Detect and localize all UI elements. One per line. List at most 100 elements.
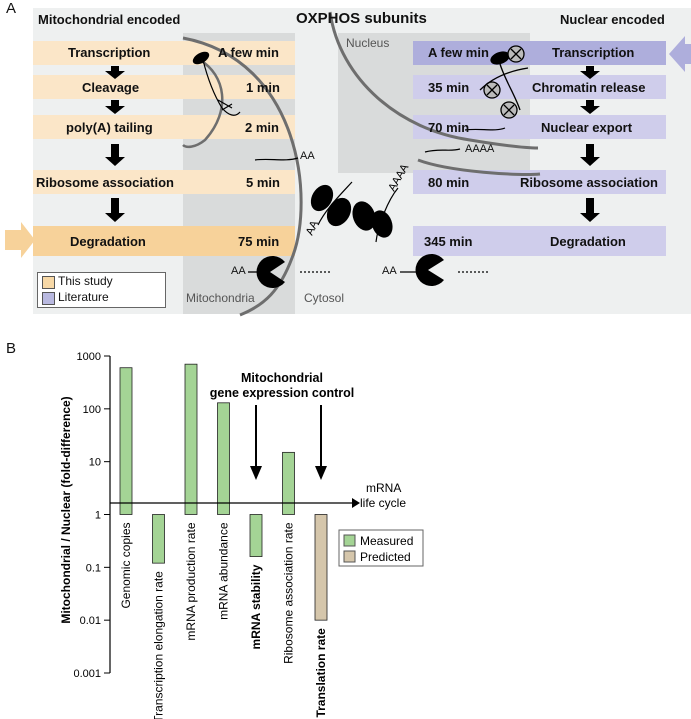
mito-nuclear-bar-chart: 0.001 0.01 0.1 1 10 100 1000 Genomic copiesTra… (59, 351, 424, 719)
mito-exonuclease-icon (256, 256, 285, 288)
y-tick-label: 0.001 (73, 668, 101, 680)
bar (282, 451, 295, 515)
x-tick-label: mRNA stability (249, 564, 263, 649)
y-tick-label: 10 (89, 457, 101, 469)
nuc-step-name: Ribosome association (520, 175, 658, 190)
mito-step-transcription-box (33, 41, 295, 65)
nuc-step-time: 35 min (428, 80, 470, 95)
x-tick-label: mRNA production rate (184, 522, 198, 640)
mito-step-cleavage-box (33, 75, 295, 99)
bar (314, 514, 328, 621)
y-axis-title: Mitochondrial / Nuclear (fold-difference… (59, 396, 73, 623)
mito-ribosome-icon (310, 184, 352, 227)
bar (249, 514, 263, 557)
legend-swatch-measured (343, 534, 356, 547)
nucleus-membrane (328, 11, 539, 150)
mitochondria-inner-membrane (182, 58, 224, 149)
y-tick-label: 1000 (77, 351, 101, 363)
legend-label: This study (58, 274, 113, 288)
mito-step-arrows (105, 66, 125, 222)
legend-swatch-predicted (343, 550, 356, 563)
x-tick-label: mRNA abundance (217, 522, 231, 620)
mito-polya-label: AA (300, 150, 315, 162)
bar (152, 514, 165, 564)
mito-step-degradation-box (33, 226, 295, 256)
nuclear-ribosome-icon (352, 201, 393, 238)
nuclear-polya-label: AAAA (465, 143, 495, 155)
x-tick-label: Ribosome association rate (282, 522, 296, 664)
nuc-step-export-box (413, 115, 666, 139)
x-axis-arrowhead (352, 498, 360, 508)
mitochondria-membrane (182, 36, 303, 317)
mito-encoded-header: Mitochondrial encoded (38, 12, 181, 27)
y-tick-label: 1 (95, 510, 101, 522)
annotation-line1: Mitochondrial (241, 371, 323, 385)
cytosol-label: Cytosol (304, 291, 345, 305)
nuc-step-arrows (580, 66, 600, 222)
mito-step-polya-box (33, 115, 295, 139)
nuc-step-time: 345 min (424, 234, 473, 249)
panel-b-label: B (6, 340, 17, 357)
nuc-step-degradation-box (413, 226, 666, 256)
bar (119, 367, 133, 515)
nuc-step-time: 80 min (428, 175, 470, 190)
mito-step-time: 2 min (245, 120, 279, 135)
nucleus-membrane-outer (417, 158, 541, 176)
nuc-step-time: A few min (428, 45, 489, 60)
chromatin-icon (479, 45, 529, 119)
nuc-step-name: Degradation (550, 234, 626, 249)
nuclear-deg-aa-label: AA (382, 265, 397, 277)
panel-b-legend: Measured Predicted (338, 529, 424, 567)
mito-step-time: A few min (218, 45, 279, 60)
annotation-arrowhead (315, 466, 327, 480)
x-tick-label: Genomic copies (119, 523, 133, 609)
nuc-step-name: Chromatin release (532, 80, 646, 95)
nuc-step-time: 70 min (428, 120, 470, 135)
x-axis-title-line1: mRNA (366, 481, 401, 495)
bar (184, 363, 198, 515)
annotation-arrowhead (250, 466, 262, 480)
nuc-step-name: Nuclear export (541, 120, 633, 135)
y-tick-label: 0.01 (80, 615, 101, 627)
x-tick-label: Translation rate (314, 628, 328, 718)
x-axis-title-line2: life cycle (360, 496, 406, 510)
mito-step-name: Transcription (68, 45, 151, 60)
nuclear-polymerase-icon (490, 51, 510, 65)
annotation-line2: gene expression control (210, 386, 354, 400)
legend-swatch-literature (42, 292, 55, 305)
mito-step-time: 5 min (246, 175, 280, 190)
panel-a-label: A (6, 0, 17, 17)
nuclear-input-arrow (669, 36, 691, 72)
oxphos-title: OXPHOS subunits (296, 10, 427, 27)
mito-mrna-icon (254, 157, 299, 161)
nuclear-exonuclease-icon (415, 254, 444, 286)
mito-step-name: poly(A) tailing (66, 120, 153, 135)
y-tick-label: 0.1 (86, 562, 101, 574)
nuc-step-chromatin-box (413, 75, 666, 99)
bar (217, 402, 230, 515)
panel-a-legend: This study Literature (37, 272, 166, 308)
y-tick-label: 100 (83, 404, 101, 416)
mito-step-time: 1 min (246, 80, 280, 95)
legend-label: Literature (58, 290, 109, 304)
nuclear-encoded-header: Nuclear encoded (560, 12, 665, 27)
mito-rotated-aa-label: AA (304, 218, 321, 237)
legend-label: Measured (360, 534, 413, 548)
panel-a-illustration: AA AAAA (5, 11, 691, 317)
mito-step-name: Degradation (70, 234, 146, 249)
mitochondria-label: Mitochondria (186, 291, 255, 305)
mito-step-name: Ribosome association (36, 175, 174, 190)
mito-step-time: 75 min (238, 234, 280, 249)
mito-step-name: Cleavage (82, 80, 140, 95)
legend-swatch-this-study (42, 276, 55, 289)
mito-polymerase-icon (192, 51, 210, 65)
nuc-step-name: Transcription (552, 45, 635, 60)
nuc-step-transcription-box (413, 41, 666, 65)
mito-focus-arrow (5, 222, 35, 258)
mito-step-ribosome-box (33, 170, 295, 194)
nuclear-rotated-aaaa-label: AAAA (386, 162, 411, 194)
mito-deg-aa-label: AA (231, 265, 246, 277)
legend-label: Predicted (360, 550, 411, 564)
nucleus-label: Nucleus (346, 36, 390, 50)
x-tick-label: Transcription elongation rate (152, 571, 166, 719)
